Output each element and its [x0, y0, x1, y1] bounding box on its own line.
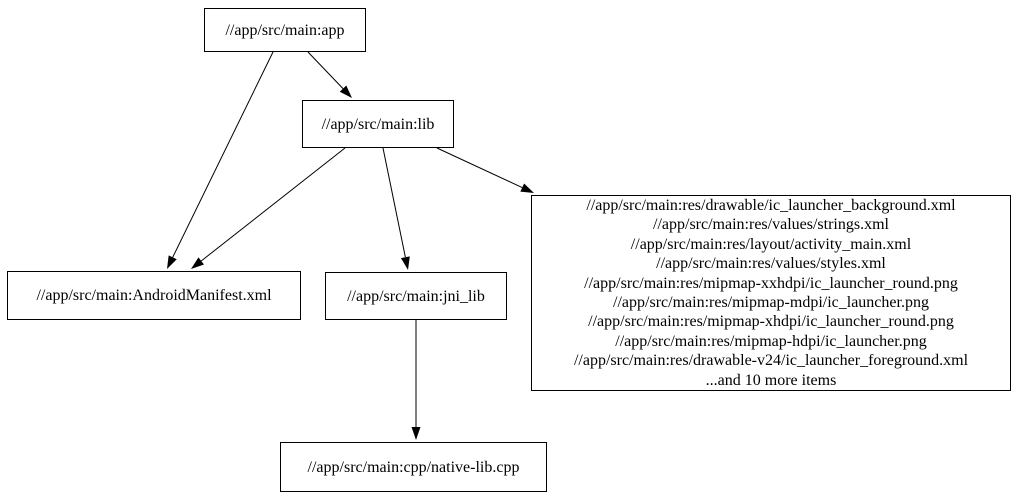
edge-lib-to-jni-lib	[382, 147, 410, 270]
edge-jni-lib-to-native-lib-cpp	[411, 320, 421, 440]
edge-app-to-android-manifest	[167, 51, 274, 269]
node-label-line: //app/src/main:res/mipmap-xhdpi/ic_launc…	[588, 313, 954, 331]
node-label-line: //app/src/main:res/values/strings.xml	[653, 216, 889, 234]
node-label-line: ...and 10 more items	[705, 371, 837, 389]
node-label-line: //app/src/main:res/values/styles.xml	[656, 255, 886, 273]
node-label-line: //app/src/main:res/mipmap-mdpi/ic_launch…	[613, 294, 929, 311]
node-label: //app/src/main:app	[225, 21, 345, 39]
graph-node-jni-lib: //app/src/main:jni_lib	[325, 272, 507, 320]
arrowhead-icon	[400, 256, 410, 270]
node-label: //app/src/main:AndroidManifest.xml	[36, 287, 272, 304]
node-label-line: //app/src/main:res/mipmap-hdpi/ic_launch…	[615, 332, 927, 350]
graph-node-lib: //app/src/main:lib	[302, 100, 454, 148]
arrowhead-icon	[411, 427, 421, 440]
node-label: //app/src/main:cpp/native-lib.cpp	[307, 458, 520, 476]
graph-node-app: //app/src/main:app	[204, 8, 366, 52]
arrowhead-icon	[167, 255, 177, 269]
edge-app-to-lib	[307, 51, 352, 98]
edge-lib-to-android-manifest	[191, 147, 346, 269]
node-label-line: //app/src/main:res/mipmap-xxhdpi/ic_laun…	[584, 274, 958, 292]
node-label-line: //app/src/main:res/layout/activity_main.…	[630, 235, 912, 253]
arrowhead-icon	[339, 85, 352, 98]
arrowhead-icon	[191, 257, 205, 269]
graph-node-res-files: //app/src/main:res/drawable/ic_launcher_…	[531, 195, 1011, 391]
node-label-line: //app/src/main:res/drawable-v24/ic_launc…	[573, 352, 969, 370]
node-label: //app/src/main:lib	[321, 115, 435, 133]
edge-lib-to-res-files	[436, 147, 534, 193]
node-label-line: //app/src/main:res/drawable/ic_launcher_…	[586, 196, 956, 214]
graph-node-android-manifest: //app/src/main:AndroidManifest.xml	[7, 271, 301, 320]
arrowhead-icon	[520, 183, 534, 193]
node-label: //app/src/main:jni_lib	[347, 287, 485, 305]
graph-node-native-lib-cpp: //app/src/main:cpp/native-lib.cpp	[280, 442, 547, 492]
